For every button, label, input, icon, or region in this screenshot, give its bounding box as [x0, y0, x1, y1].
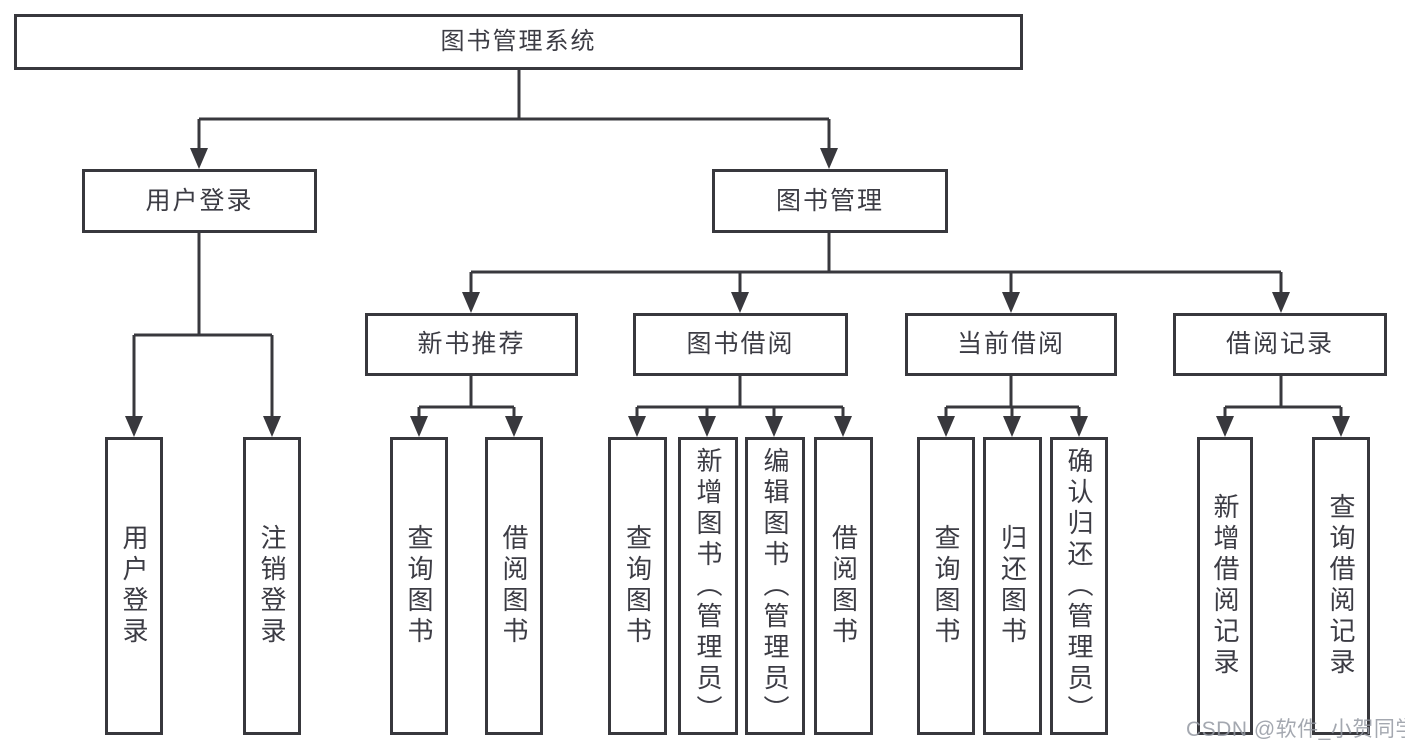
leaf-logout: 注销登录 — [243, 437, 301, 735]
node-current-borrow: 当前借阅 — [905, 313, 1117, 376]
leaf-query-books-1: 查询图书 — [390, 437, 448, 735]
leaf-edit-books-admin: 编辑图书（管理员） — [745, 437, 805, 735]
leaf-return-books: 归还图书 — [983, 437, 1042, 735]
connector-lines — [132, 70, 1343, 424]
node-book-management: 图书管理 — [712, 169, 948, 233]
leaf-add-borrow-record: 新增借阅记录 — [1197, 437, 1253, 735]
leaf-confirm-return-admin: 确认归还（管理员） — [1050, 437, 1108, 735]
arrowheads — [125, 148, 1350, 437]
leaf-add-books-admin: 新增图书（管理员） — [678, 437, 738, 735]
node-new-book-recommend: 新书推荐 — [365, 313, 578, 376]
csdn-watermark: CSDN @软件_小贺同学 — [1186, 718, 1405, 741]
node-borrow-records: 借阅记录 — [1173, 313, 1387, 376]
leaf-borrow-books-1: 借阅图书 — [485, 437, 543, 735]
node-user-login: 用户登录 — [82, 169, 317, 233]
leaf-query-books-2: 查询图书 — [608, 437, 667, 735]
leaf-user-login: 用户登录 — [105, 437, 163, 735]
node-root-system: 图书管理系统 — [14, 14, 1023, 70]
leaf-query-books-3: 查询图书 — [917, 437, 975, 735]
node-book-borrow: 图书借阅 — [633, 313, 848, 376]
leaf-query-borrow-record: 查询借阅记录 — [1312, 437, 1370, 735]
leaf-borrow-books-2: 借阅图书 — [814, 437, 873, 735]
